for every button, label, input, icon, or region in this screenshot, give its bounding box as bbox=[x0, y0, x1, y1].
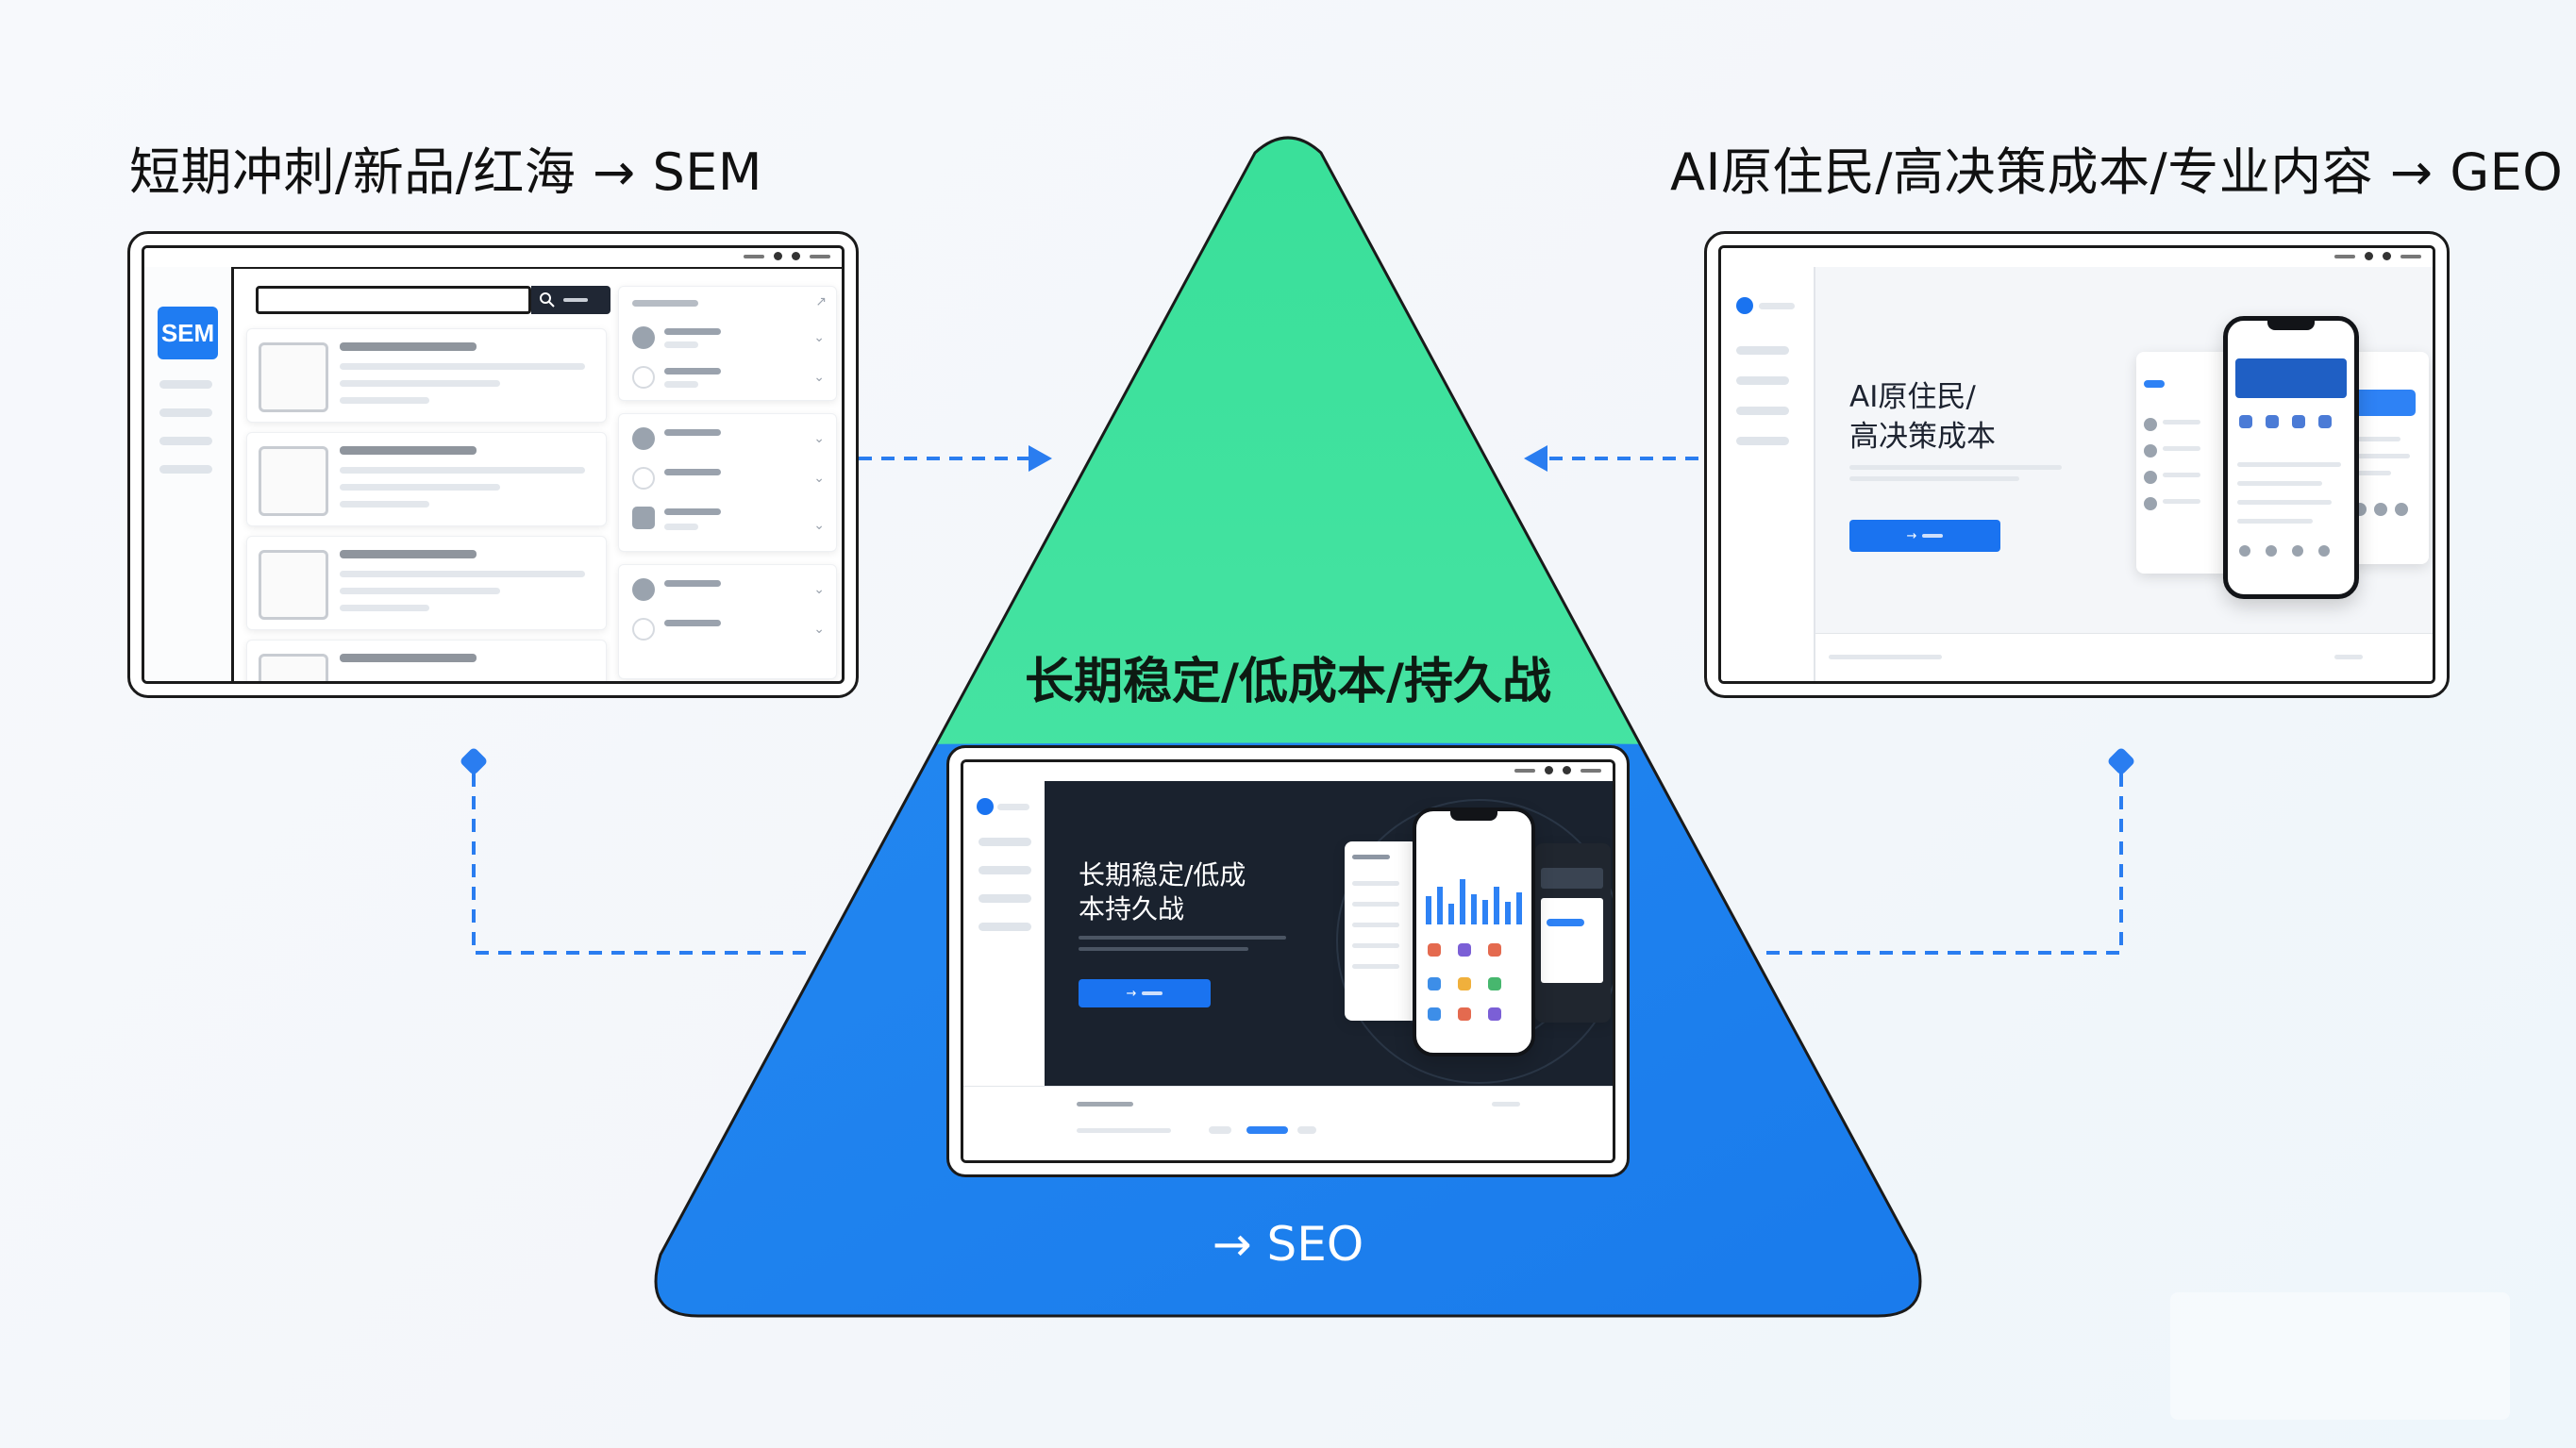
seo-label: → SEO bbox=[1212, 1217, 1364, 1272]
geo-window: AI原住民/ 高决策成本 → bbox=[1704, 231, 2450, 698]
seo-screen: 长期稳定/低成 本持久战 → bbox=[961, 759, 1615, 1163]
geo-cta-button[interactable]: → bbox=[1849, 520, 2000, 552]
sem-sidebar: SEM bbox=[144, 267, 234, 681]
seo-topbar bbox=[963, 762, 1613, 783]
sem-result-card[interactable] bbox=[246, 432, 607, 526]
geo-footer bbox=[1815, 633, 2433, 681]
geo-sidebar bbox=[1721, 267, 1814, 681]
connector-geo-to-pyramid bbox=[1524, 445, 1698, 472]
seo-side-panel bbox=[1345, 841, 1418, 1021]
sem-ad-panel: ⌄ ⌄ ⌄ bbox=[618, 413, 837, 552]
geo-hero-line2: 高决策成本 bbox=[1849, 420, 1996, 454]
seo-hero-line2: 本持久战 bbox=[1079, 893, 1185, 924]
seo-hero-line1: 长期稳定/低成 bbox=[1079, 859, 1246, 890]
geo-heading: AI原住民/高决策成本/专业内容 → GEO bbox=[1670, 142, 2564, 202]
sem-result-card[interactable] bbox=[246, 328, 607, 423]
geo-hero-line1: AI原住民/ bbox=[1849, 380, 1976, 414]
geo-phone-mockup bbox=[2223, 316, 2359, 599]
seo-phone-mockup bbox=[1413, 807, 1535, 1057]
sem-result-card[interactable] bbox=[246, 536, 607, 630]
geo-topbar bbox=[1721, 248, 2433, 269]
sem-heading: 短期冲刺/新品/红海 → SEM bbox=[129, 142, 762, 202]
sem-logo-badge: SEM bbox=[158, 307, 218, 359]
sem-window: SEM bbox=[127, 231, 859, 698]
seo-logo-dot bbox=[977, 798, 994, 815]
sem-result-card[interactable] bbox=[246, 640, 607, 681]
seo-bar-chart bbox=[1426, 879, 1522, 924]
seo-window: 长期稳定/低成 本持久战 → bbox=[946, 745, 1630, 1177]
connector-sem-to-seo bbox=[460, 748, 811, 955]
seo-hero: 长期稳定/低成 本持久战 → bbox=[1045, 781, 1613, 1087]
seo-side-panel-dark bbox=[1535, 843, 1611, 1023]
search-icon bbox=[540, 292, 555, 308]
sem-ad-panel: ↗ ⌄ ⌄ bbox=[618, 286, 837, 401]
sem-topbar bbox=[144, 248, 842, 269]
sem-screen: SEM bbox=[142, 245, 845, 684]
connector-geo-to-seo bbox=[1765, 748, 2134, 955]
geo-side-panel bbox=[2136, 352, 2231, 574]
geo-logo-dot bbox=[1736, 297, 1753, 314]
background-watermark bbox=[2170, 1292, 2510, 1420]
sem-ad-panel: ⌄ ⌄ bbox=[618, 564, 837, 679]
seo-strategy-label: 长期稳定/低成本/持久战 bbox=[1025, 654, 1551, 710]
seo-footer bbox=[963, 1086, 1613, 1160]
sem-search-button[interactable] bbox=[531, 286, 611, 314]
connector-sem-to-pyramid bbox=[859, 445, 1052, 472]
geo-main: AI原住民/ 高决策成本 → bbox=[1814, 267, 2433, 681]
seo-cta-button[interactable]: → bbox=[1079, 979, 1211, 1007]
sem-search-input[interactable] bbox=[256, 286, 531, 314]
geo-screen: AI原住民/ 高决策成本 → bbox=[1718, 245, 2435, 684]
